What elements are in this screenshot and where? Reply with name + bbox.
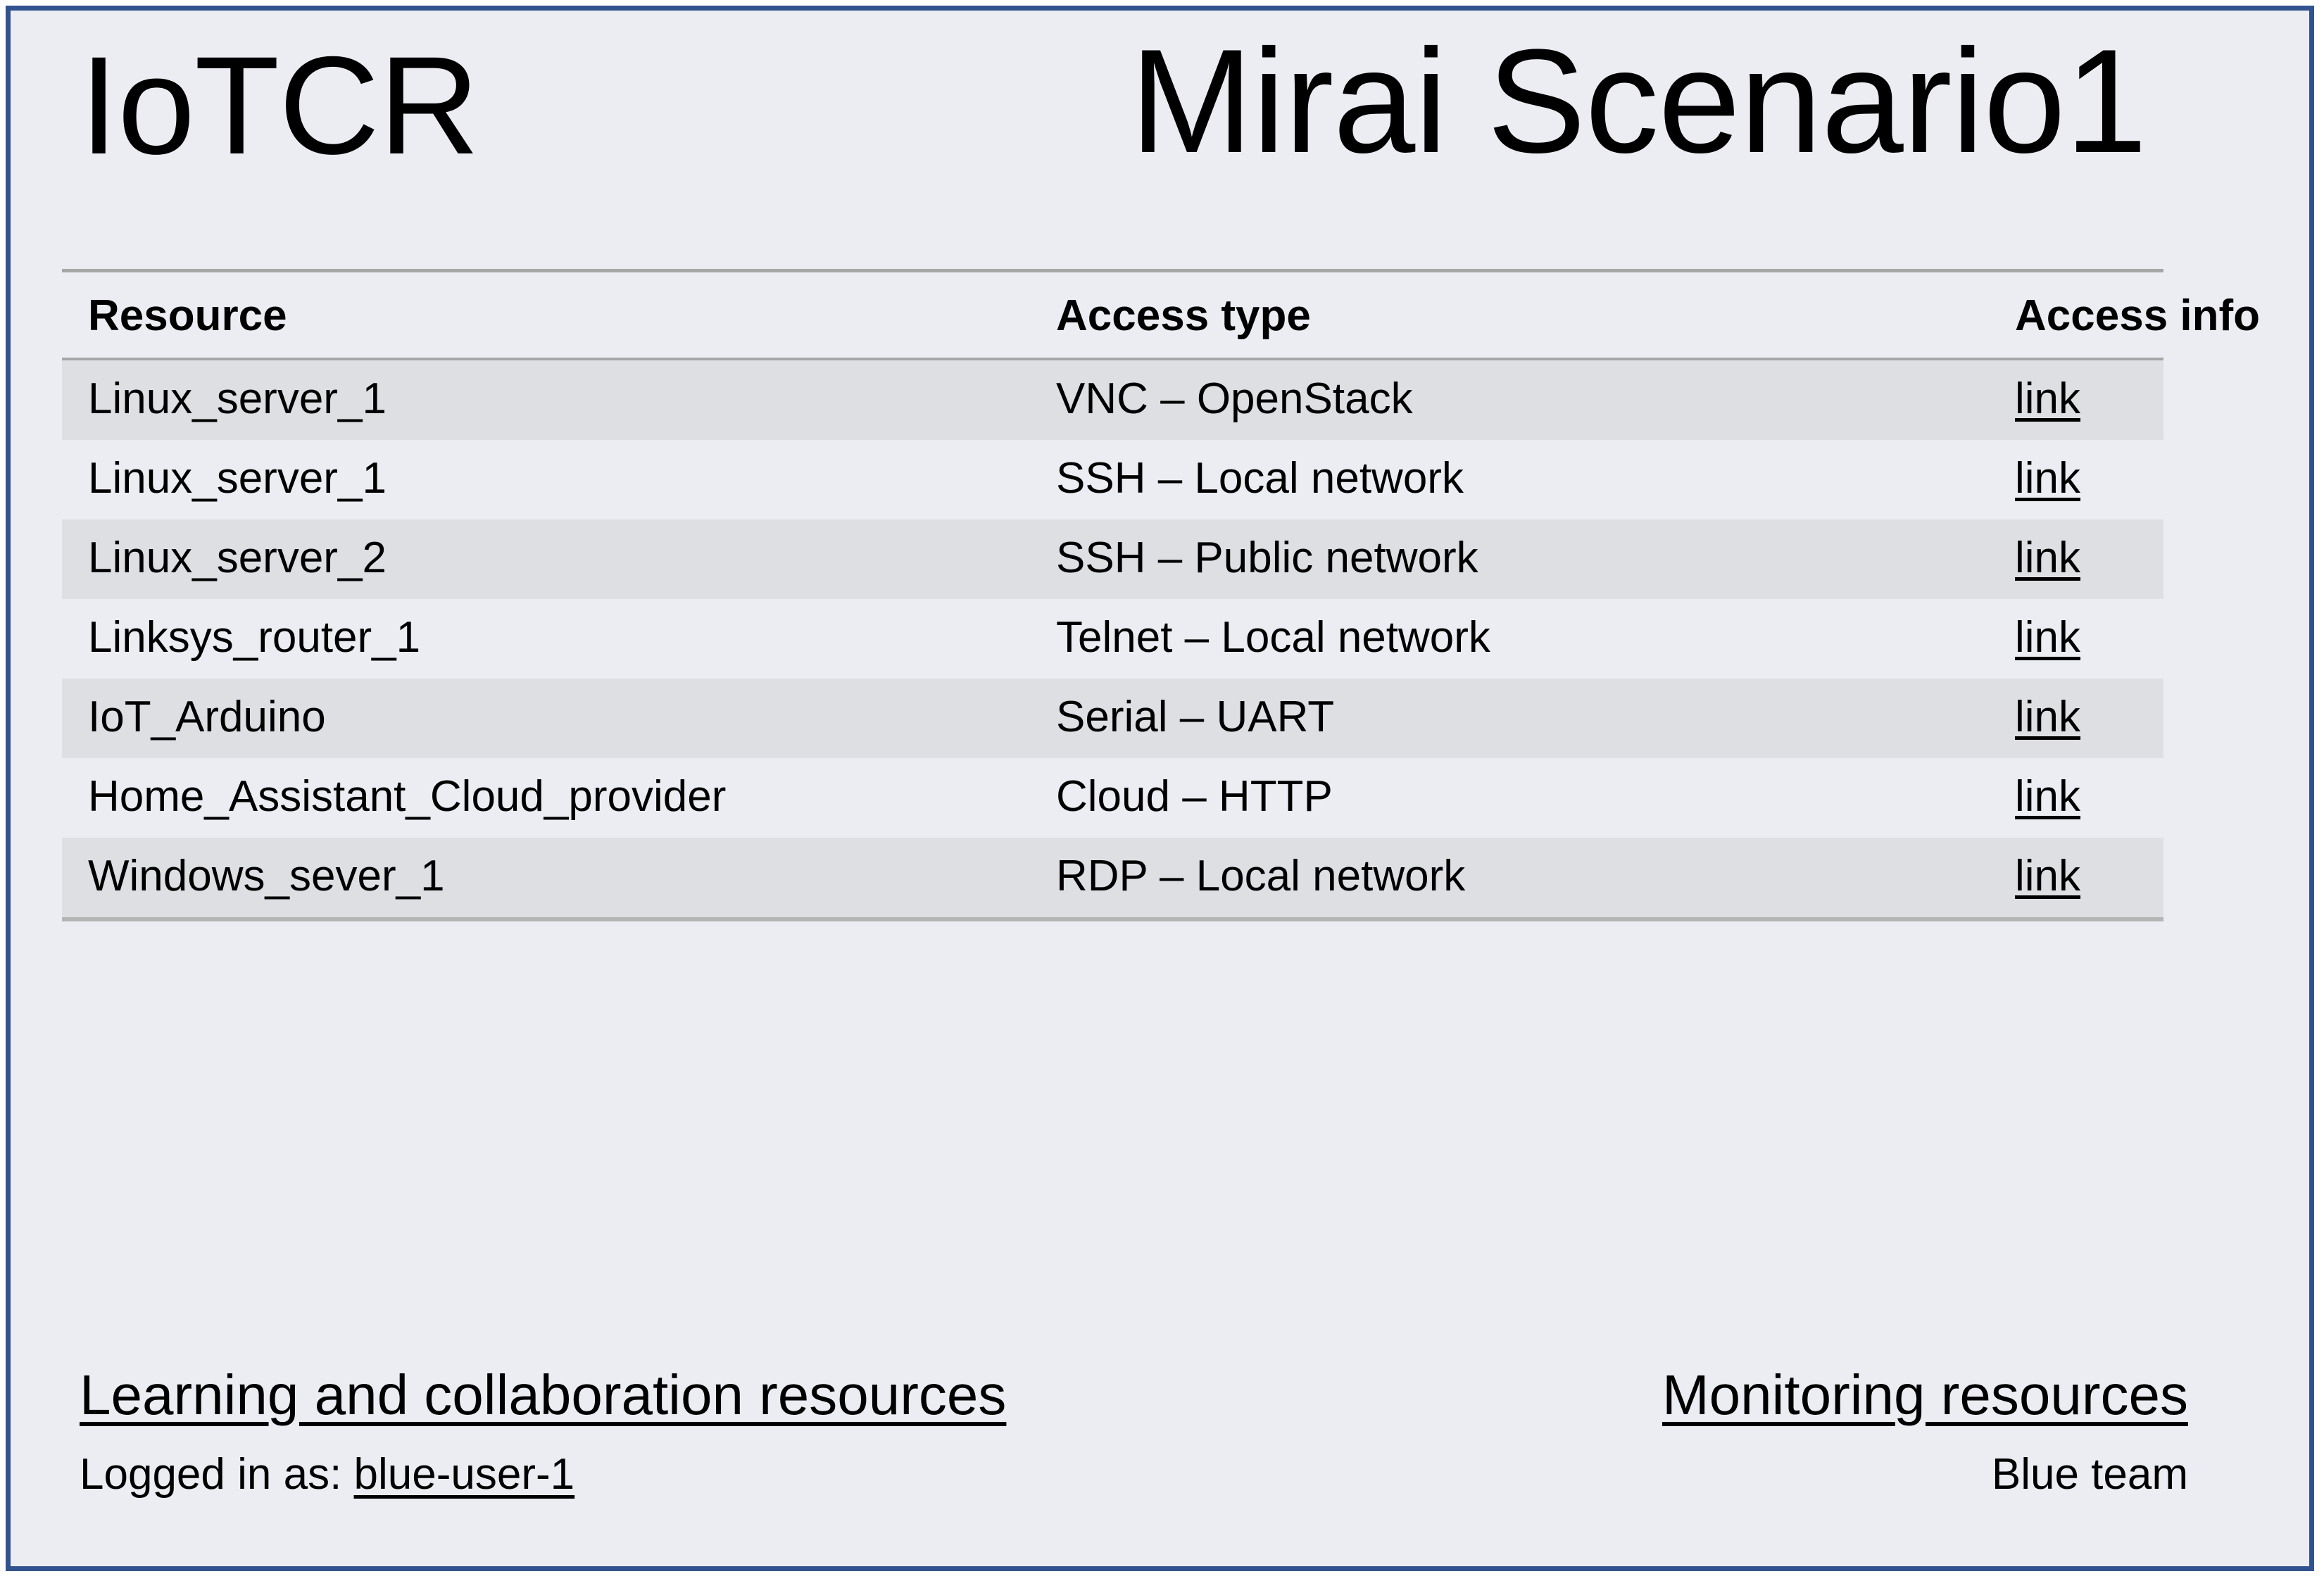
cell-resource: Home_Assistant_Cloud_provider <box>62 757 1030 838</box>
cell-access-info: link <box>1989 678 2163 758</box>
table-header: Resource Access type Access info <box>62 269 2260 360</box>
access-info-link[interactable]: link <box>2015 533 2081 582</box>
cell-resource: Linux_server_1 <box>62 359 1030 440</box>
cell-access-type: Telnet – Local network <box>1030 598 1989 679</box>
logged-in-status: Logged in as: blue-user-1 <box>80 1450 1006 1499</box>
access-info-link[interactable]: link <box>2015 851 2081 900</box>
access-info-link[interactable]: link <box>2015 374 2081 423</box>
scenario-title: Mirai Scenario1 <box>1130 18 2147 184</box>
monitoring-resources-link[interactable]: Monitoring resources <box>1662 1363 2188 1427</box>
cell-access-type: VNC – OpenStack <box>1030 359 1989 440</box>
cell-access-type: RDP – Local network <box>1030 837 1989 921</box>
cell-access-info: link <box>1989 598 2163 679</box>
team-label: Blue team <box>1991 1449 2188 1499</box>
cell-access-type: SSH – Local network <box>1030 439 1989 519</box>
table-row: Linux_server_1 SSH – Local network link <box>62 439 2163 519</box>
cell-access-info: link <box>1989 837 2163 921</box>
footer-right-block: Monitoring resources Blue team <box>1662 1362 2188 1499</box>
cell-resource: Windows_sever_1 <box>62 837 1030 921</box>
cell-access-type: SSH – Public network <box>1030 519 1989 599</box>
cell-access-info: link <box>1989 757 2163 838</box>
table-row: Home_Assistant_Cloud_provider Cloud – HT… <box>62 757 2163 838</box>
page-header: IoTCR Mirai Scenario1 <box>11 11 2309 236</box>
access-info-link[interactable]: link <box>2015 612 2081 662</box>
table-header-row: Resource Access type Access info <box>62 269 2260 360</box>
cell-access-info: link <box>1989 439 2163 519</box>
cell-access-info: link <box>1989 519 2163 599</box>
column-header-access-type: Access type <box>1030 269 1989 360</box>
table-row: Windows_sever_1 RDP – Local network link <box>62 837 2163 921</box>
learning-and-collaboration-resources-link[interactable]: Learning and collaboration resources <box>80 1363 1007 1427</box>
access-info-link[interactable]: link <box>2015 692 2081 741</box>
cell-resource: Linux_server_2 <box>62 519 1030 599</box>
column-header-resource: Resource <box>62 269 1030 360</box>
app-title: IoTCR <box>80 27 479 183</box>
cell-resource: Linksys_router_1 <box>62 598 1030 679</box>
table-row: IoT_Arduino Serial – UART link <box>62 678 2163 758</box>
cell-resource: IoT_Arduino <box>62 678 1030 758</box>
cell-access-info: link <box>1989 359 2163 440</box>
table-row: Linux_server_2 SSH – Public network link <box>62 519 2163 599</box>
access-info-link[interactable]: link <box>2015 453 2081 503</box>
footer-left-block: Learning and collaboration resources Log… <box>80 1362 1006 1499</box>
cell-access-type: Serial – UART <box>1030 678 1989 758</box>
column-header-access-info: Access info <box>1989 269 2260 360</box>
cell-resource: Linux_server_1 <box>62 439 1030 519</box>
cell-access-type: Cloud – HTTP <box>1030 757 1989 838</box>
table-body: Linux_server_1 VNC – OpenStack link Linu… <box>62 359 2163 921</box>
table-row: Linux_server_1 VNC – OpenStack link <box>62 359 2163 440</box>
page-footer: Learning and collaboration resources Log… <box>11 1214 2309 1566</box>
logged-in-label: Logged in as: <box>80 1449 354 1499</box>
resource-table: Resource Access type Access info Linux_s… <box>62 269 2260 921</box>
slide-canvas: IoTCR Mirai Scenario1 Resource Access ty… <box>6 6 2314 1571</box>
logged-in-username-link[interactable]: blue-user-1 <box>353 1449 575 1499</box>
table-row: Linksys_router_1 Telnet – Local network … <box>62 598 2163 679</box>
access-info-link[interactable]: link <box>2015 771 2081 821</box>
